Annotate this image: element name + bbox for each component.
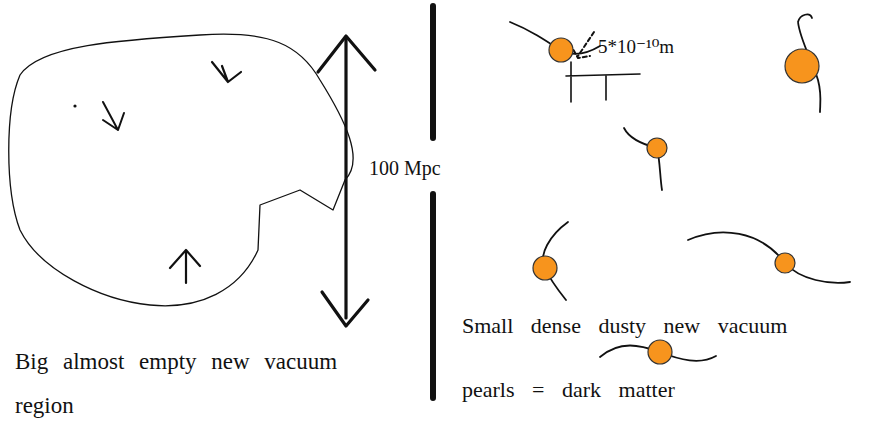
vacuum-string (624, 128, 662, 190)
void-caption: Big almost empty new vacuum region (15, 340, 341, 428)
pearl-caption: Small dense dusty new vacuum pearls = da… (462, 294, 791, 422)
size-label: 5*10⁻¹⁰m (598, 36, 674, 58)
dimension-line (566, 62, 640, 102)
vacuum-pearl (533, 256, 557, 280)
vacuum-string (688, 232, 850, 282)
infall-arrow (212, 62, 241, 82)
infall-arrow (170, 250, 200, 283)
scale-arrow (344, 38, 347, 318)
void-region-outline (9, 34, 353, 306)
scale-arrow-head (322, 292, 368, 326)
vacuum-pearl (648, 340, 672, 364)
scale-label: 100 Mpc (366, 156, 444, 180)
scale-arrow-head (318, 36, 375, 72)
matter-dot (73, 104, 76, 107)
vacuum-pearl (647, 138, 667, 158)
vacuum-pearl (775, 253, 795, 273)
vacuum-pearl (785, 49, 819, 83)
infall-arrow (103, 102, 124, 130)
vacuum-pearl (549, 38, 573, 62)
divider-line (430, 6, 436, 398)
